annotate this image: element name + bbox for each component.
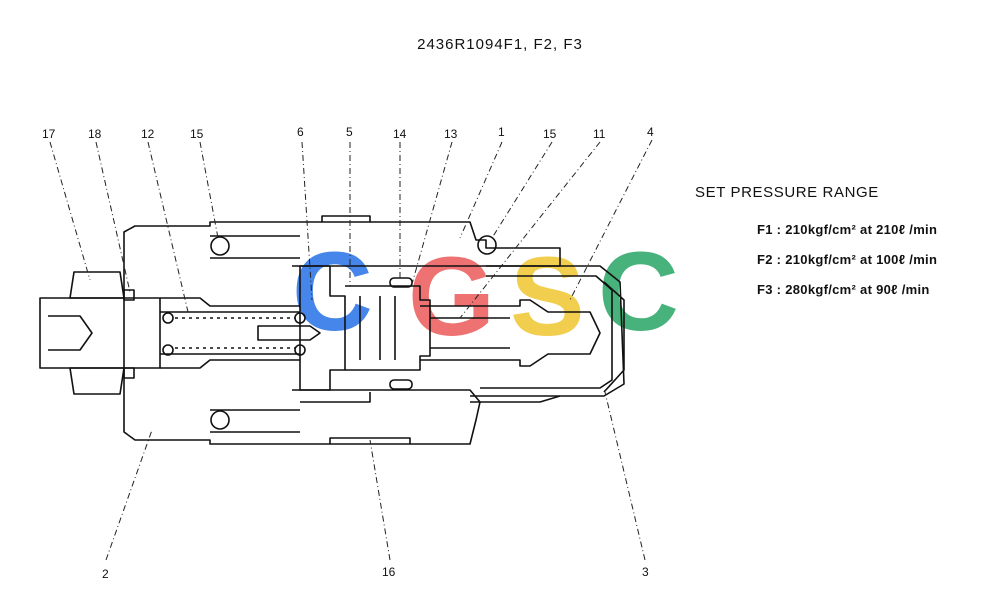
pressure-row-f3: F3 : 280kgf/cm² at 90ℓ /min (757, 282, 930, 297)
leader-12 (147, 141, 189, 313)
spring-seat-left (162, 344, 174, 356)
seal-groove-bottom (210, 409, 300, 433)
part-label-18: 18 (88, 127, 102, 141)
watermark-letter-s: S (510, 234, 585, 359)
piston-ports (359, 296, 396, 360)
spring-end-right (294, 312, 306, 324)
part-label-1: 1 (498, 125, 505, 139)
part-label-16: 16 (382, 565, 396, 579)
sleeve-inner (480, 275, 613, 389)
part-label-6: 6 (297, 125, 304, 139)
leader-15a (199, 141, 219, 239)
pilot-spring (160, 311, 300, 355)
part-label-5: 5 (346, 125, 353, 139)
bottom-groove-16 (329, 437, 411, 444)
adjusting-screw (39, 297, 161, 369)
pilot-poppet (257, 325, 321, 341)
main-piston (345, 285, 431, 371)
pilot-seat (292, 265, 346, 391)
part-label-12: 12 (141, 127, 155, 141)
seal-groove-top (210, 235, 300, 259)
leader-4 (569, 139, 653, 301)
leader-16 (369, 439, 391, 561)
leader-15b (491, 141, 553, 239)
part-label-11: 11 (593, 127, 606, 141)
leader-lines (49, 139, 653, 561)
body-inner-bore (160, 297, 300, 369)
part-number-labels: 17 18 12 15 6 5 14 13 1 15 11 4 2 16 3 (42, 125, 654, 581)
locknut (69, 271, 125, 395)
leader-1 (459, 141, 503, 239)
part-label-2: 2 (102, 567, 109, 581)
pressure-row-f1: F1 : 210kgf/cm² at 210ℓ /min (757, 222, 938, 237)
o-ring-15-top (210, 236, 230, 256)
part-label-4: 4 (647, 125, 654, 139)
main-poppet (420, 299, 601, 367)
spring-coils (175, 317, 295, 349)
leader-3 (604, 391, 646, 561)
spring-end-left (162, 312, 174, 324)
leader-18 (95, 141, 131, 293)
part-label-17: 17 (42, 127, 56, 141)
watermark-letter-c2: C (598, 229, 679, 354)
leader-2 (105, 429, 153, 561)
spring-seat-right (294, 344, 306, 356)
part-label-15b: 15 (543, 127, 557, 141)
leader-17 (49, 141, 91, 281)
watermark-letter-g: G (408, 234, 495, 359)
pressure-row-f2: F2 : 210kgf/cm² at 100ℓ /min (757, 252, 938, 267)
drawing-title: 2436R1094F1, F2, F3 (417, 36, 583, 53)
o-ring-18-bottom (123, 367, 135, 379)
part-label-14: 14 (393, 127, 407, 141)
top-groove-5 (321, 215, 371, 222)
part-label-15a: 15 (190, 127, 204, 141)
leader-13 (411, 141, 453, 285)
part-label-13: 13 (444, 127, 458, 141)
sleeve-nose (603, 281, 625, 393)
o-ring-15-bottom (210, 410, 230, 430)
valve-body (123, 221, 561, 445)
leader-6 (301, 141, 313, 301)
set-pressure-heading: SET PRESSURE RANGE (695, 184, 879, 201)
part-label-3: 3 (642, 565, 649, 579)
o-ring-14-bottom (389, 379, 413, 390)
poppet-bore (430, 317, 510, 349)
screw-tip (48, 315, 93, 351)
check-ball-15 (477, 235, 497, 255)
lower-sleeve-step (300, 392, 561, 403)
leader-11 (459, 141, 601, 319)
